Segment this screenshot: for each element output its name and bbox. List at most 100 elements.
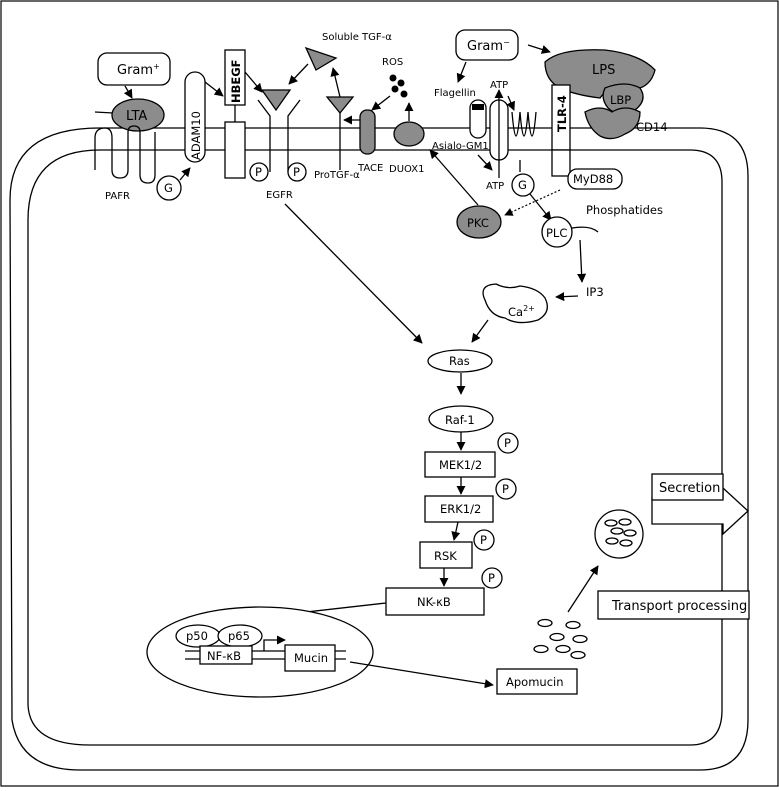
phosphatides-label: Phosphatides [586,203,663,217]
arrow-plc-ip3 [577,239,587,283]
arrow-vesicles-granule [567,565,599,613]
arrow-myd88-pkc [504,189,561,216]
g-protein-right [511,173,535,197]
arrow-ros-tace [371,95,391,111]
egfr-phospho-1 [249,162,269,182]
hbegf-membrane-box [224,121,246,179]
egfr-label: EGFR [266,190,293,201]
p65-label: p65 [228,629,250,643]
adam10-box [184,71,206,163]
plc-phosphatides-link [571,226,599,233]
duox1-label: DUOX1 [389,164,424,175]
mek-phospho [497,432,519,454]
rsk-p-label: P [480,533,487,547]
gram-negative-box [455,29,519,61]
calcium-store [482,283,548,324]
pkc-oval [456,205,502,239]
lta-label: LTA [126,109,147,124]
mucin-gene-box [284,644,336,672]
gram-negative-label: Gram− [467,38,510,54]
ip3-label: IP3 [586,285,604,299]
egfr-phospho-2 [287,162,307,182]
cell-membrane-inner [27,149,723,746]
protgf-triangle [325,96,355,115]
arrow-asialo-atp [477,154,493,171]
arrow-erk-rsk [451,521,461,541]
mek-box [424,451,496,478]
rsk-phospho [473,529,495,551]
arrow-adam10-hbegf [204,81,224,97]
adam10-label: ADAM10 [189,111,203,160]
flagellin-cap [472,104,484,110]
asialo-label: Asialo-GM1 [432,141,489,152]
cell-membrane-outer [9,127,749,771]
p50-label: p50 [186,629,208,643]
flagellin-label: Flagellin [434,88,476,99]
g-protein-left [156,175,182,201]
lta-stalk [94,111,114,114]
rsk-label: RSK [434,549,457,563]
arrow-gram-lps [527,44,551,54]
raf1-label: Raf-1 [445,413,475,427]
arrow-mucin-apomucin [349,661,494,689]
transcription-start-arrow [263,635,286,651]
myd88-label: MyD88 [573,172,613,186]
egfr-receptor [257,99,301,172]
protgf-label: ProTGF-α [314,170,360,181]
tlr4-label: TLR-4 [555,95,569,132]
pafr-label: PAFR [105,191,130,202]
arrow-hbegf-egfr [244,71,263,93]
pafr-receptor [94,125,156,184]
erk-box [424,495,494,523]
ros-label: ROS [382,57,403,68]
mek-p-label: P [504,436,511,450]
gram-positive-box [97,52,171,86]
nkkb-label: NK-κB [417,595,451,609]
nkkb-phospho [481,567,503,589]
arrow-protgf-soluble [330,67,341,98]
ros-dots [389,74,408,98]
arrow-gram-lta [123,85,133,99]
plc-circle [541,216,573,248]
egfr-p1-label: P [255,165,262,179]
arrow-g-adam10 [179,167,191,181]
lps-label: LPS [592,63,615,78]
apomucin-label: Apomucin [506,675,564,689]
ras-label: Ras [449,354,470,368]
ca-label: Ca2+ [508,304,535,319]
nfkb-box [199,645,253,665]
arrow-egfr-ras [284,203,423,344]
vesicle-cluster [533,618,588,660]
arrow-gram-flagellin [456,61,467,83]
pkc-label: PKC [467,216,489,230]
erk-label: ERK1/2 [440,502,481,516]
ras-oval [427,349,493,373]
transport-label: Transport processing [611,599,747,614]
secretion-box [651,473,724,501]
egfr-ligand-triangle [260,89,292,112]
lta-oval [111,98,165,132]
soluble-tgf-triangle [304,46,338,71]
myd88-box [567,168,623,190]
arrow-soluble-egfr [288,63,309,85]
lbp-label: LBP [610,93,631,107]
nfkb-label: NF-κB [207,649,241,663]
arrow-ip3-ca [555,292,579,302]
egfr-p2-label: P [293,165,300,179]
apomucin-box [496,668,578,695]
mucin-label: Mucin [294,651,328,665]
secretion-label: Secretion [659,481,720,496]
cd14-label: CD14 [636,120,668,134]
g-right-label: G [518,178,527,192]
arrow-atp-receptor [506,95,515,111]
erk-p-label: P [502,482,509,496]
hbegf-label: HBEGF [229,59,243,103]
tace-box [359,109,376,155]
duox1-oval [393,121,425,147]
rsk-box [419,541,473,569]
tace-label: TACE [357,163,383,174]
nucleus [146,606,374,698]
